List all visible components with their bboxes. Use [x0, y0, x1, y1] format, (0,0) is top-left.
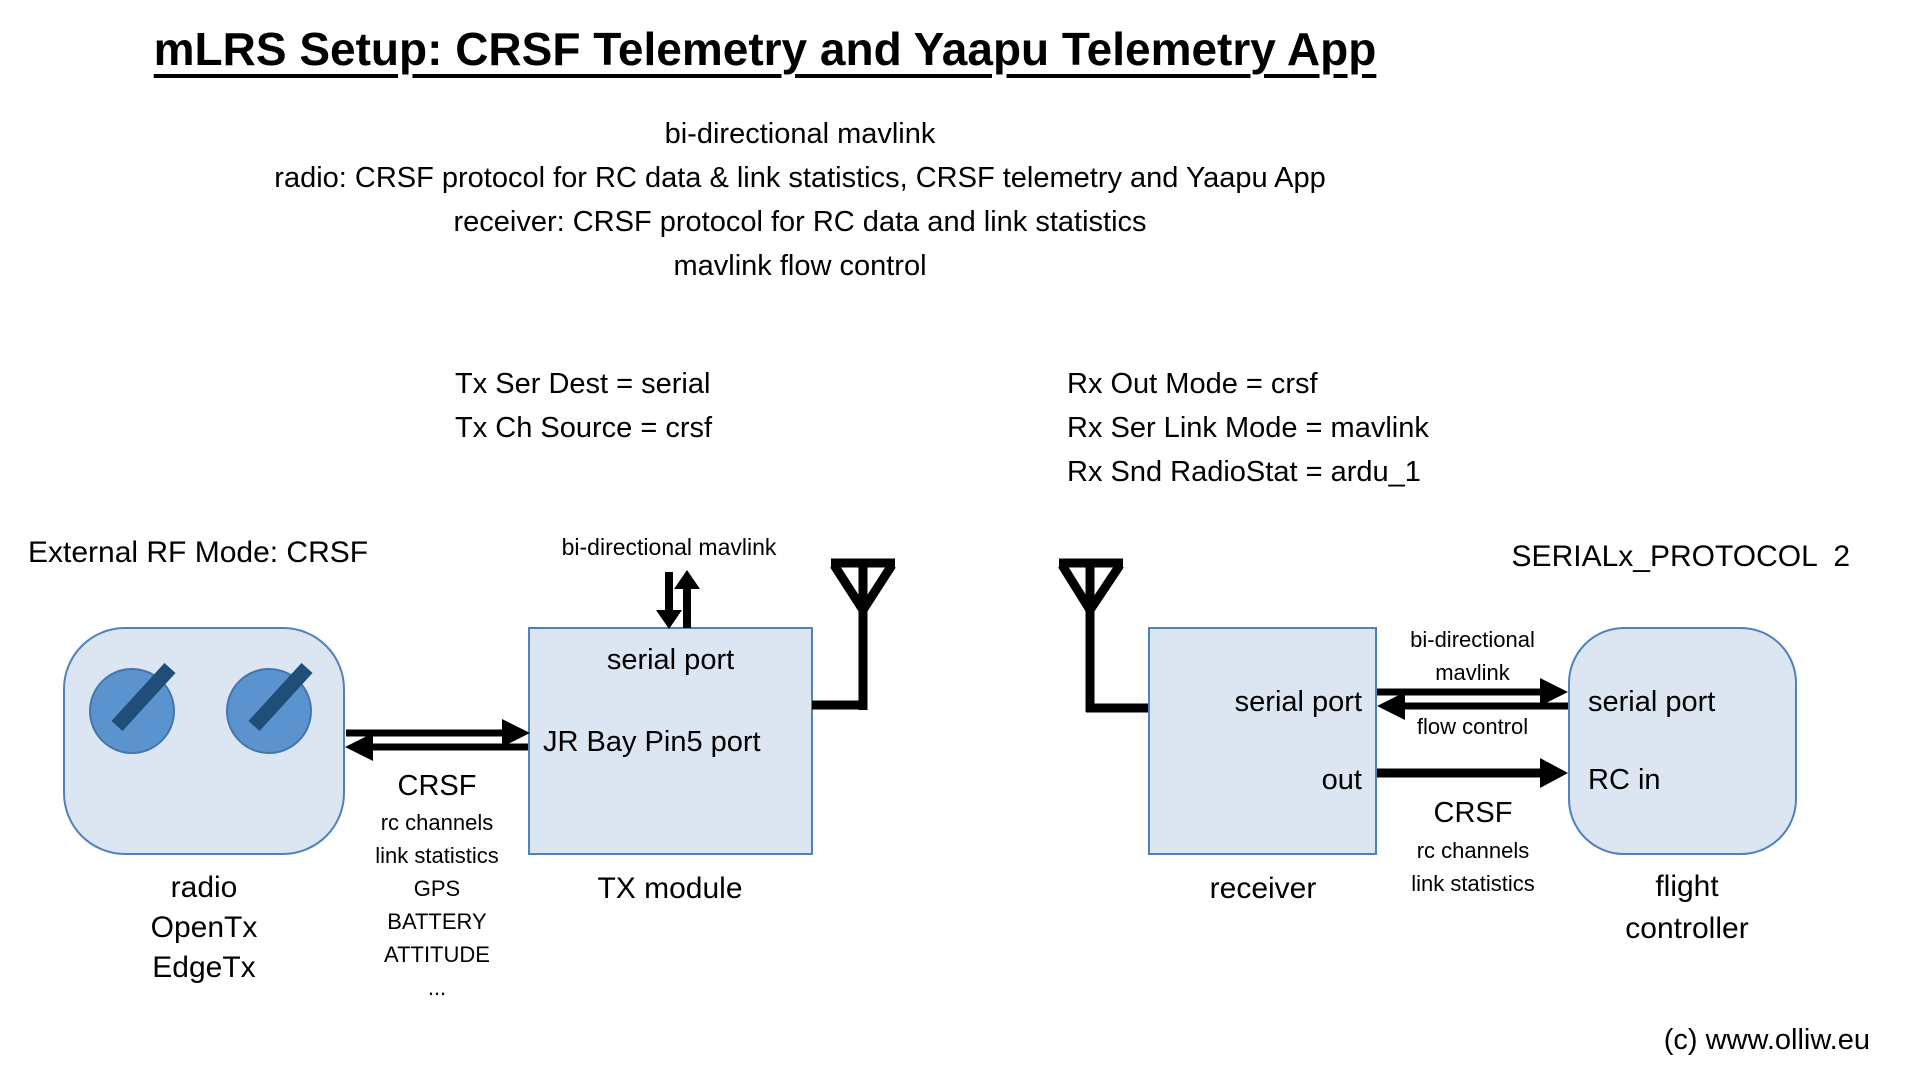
radio-caption-line: EdgeTx: [152, 951, 256, 984]
link-item: GPS: [413, 876, 461, 901]
link-item: link statistics: [375, 843, 499, 868]
receiver-caption: receiver: [1209, 872, 1317, 905]
receiver-out-port-label: out: [1321, 764, 1362, 796]
rx-setting-line: Rx Snd RadioStat = ardu_1: [1067, 456, 1421, 488]
description-line: bi-directional mavlink: [664, 118, 936, 150]
external-rf-mode-label: External RF Mode: CRSF: [28, 536, 369, 569]
link-item: mavlink: [1435, 660, 1510, 685]
rx-fc-rc-protocol-label: CRSF: [1433, 797, 1513, 829]
description-line: receiver: CRSF protocol for RC data and …: [453, 206, 1147, 238]
flight-controller-node: [1568, 627, 1797, 855]
radio-tx-double-arrow-icon: [345, 719, 530, 761]
flow-control-label: flow control: [1416, 714, 1529, 739]
fc-serial-port-label: serial port: [1588, 686, 1716, 718]
fc-caption-line: flight: [1655, 870, 1719, 903]
receiver-serial-port-label: serial port: [1234, 686, 1362, 718]
radio-caption-line: OpenTx: [150, 911, 258, 944]
tx-setting-line: Tx Ch Source = crsf: [455, 412, 713, 444]
page-title: mLRS Setup: CRSF Telemetry and Yaapu Tel…: [153, 23, 1377, 75]
fc-caption-line: controller: [1625, 912, 1749, 945]
fc-rc-in-port-label: RC in: [1588, 764, 1661, 796]
tx-setting-line: Tx Ser Dest = serial: [455, 368, 711, 400]
rx-setting-line: Rx Ser Link Mode = mavlink: [1067, 412, 1429, 444]
tx-bidirectional-mavlink-label: bi-directional mavlink: [561, 534, 777, 560]
receiver-node: [1148, 627, 1377, 855]
radio-caption: radio OpenTx EdgeTx: [104, 868, 304, 988]
rx-settings: Rx Out Mode = crsf Rx Ser Link Mode = ma…: [1067, 362, 1429, 494]
radio-tx-link-items: rc channels link statistics GPS BATTERY …: [297, 806, 577, 1004]
rx-fc-rc-link-items: rc channels link statistics: [1343, 834, 1603, 900]
tx-serial-port-label: serial port: [606, 644, 735, 676]
link-item: rc channels: [380, 810, 494, 835]
flight-controller-caption: flight controller: [1537, 866, 1837, 950]
description-line: mavlink flow control: [673, 250, 927, 282]
tx-bidirectional-arrow-icon: [656, 570, 700, 629]
radio-tx-protocol-label: CRSF: [397, 770, 477, 802]
link-item: ...: [427, 975, 447, 1000]
tx-settings: Tx Ser Dest = serial Tx Ch Source = crsf: [455, 362, 712, 450]
tx-jrbay-pin5-port-label: JR Bay Pin5 port: [543, 726, 761, 758]
tx-module-node: [528, 627, 813, 855]
rx-fc-serial-link-labels: bi-directional mavlink: [1370, 623, 1575, 689]
tx-antenna-icon: [812, 558, 896, 710]
link-item: BATTERY: [387, 909, 487, 934]
copyright-note: (c) www.olliw.eu: [1663, 1024, 1870, 1056]
receiver-fc-rc-arrow-icon: [1377, 758, 1568, 788]
link-item: bi-directional: [1410, 627, 1535, 652]
link-item: ATTITUDE: [384, 942, 490, 967]
radio-caption-line: radio: [170, 871, 238, 904]
description-block: bi-directional mavlink radio: CRSF proto…: [250, 112, 1350, 288]
tx-module-caption: TX module: [597, 872, 743, 905]
link-item: rc channels: [1416, 838, 1530, 863]
rx-setting-line: Rx Out Mode = crsf: [1067, 368, 1318, 400]
description-line: radio: CRSF protocol for RC data & link …: [274, 162, 1326, 194]
serialx-protocol-label: SERIALx_PROTOCOL 2: [1511, 540, 1850, 573]
link-item: link statistics: [1411, 871, 1535, 896]
